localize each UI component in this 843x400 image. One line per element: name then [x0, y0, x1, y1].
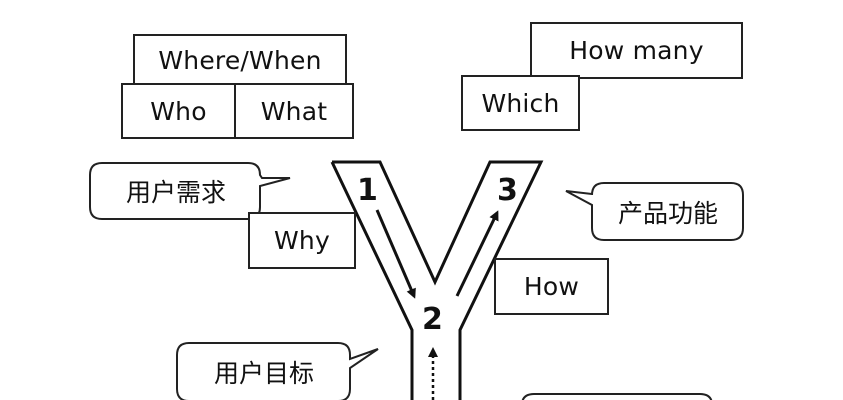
user-goals-bubble-shape [176, 342, 379, 400]
arrow-2-to-3 [455, 210, 499, 297]
who-label: Who [150, 96, 207, 126]
user-goals-text: 用户目标 [213, 359, 314, 388]
how-label: How [523, 272, 580, 301]
product-features-bubble-shape [565, 182, 744, 241]
who-box: Who [121, 83, 236, 139]
where-when-label: Where/When [158, 45, 322, 75]
user-needs-text: 用户需求 [125, 178, 226, 207]
what-box: What [234, 83, 354, 139]
step-2-number: 2 [422, 302, 443, 337]
arrow-1-to-2 [375, 209, 416, 299]
which-label: Which [481, 88, 560, 118]
which-box: Which [461, 75, 580, 131]
how-box: How [494, 258, 609, 315]
y-shape [330, 160, 544, 400]
why-box: Why [248, 212, 356, 269]
what-label: What [260, 96, 328, 126]
how-many-label: How many [569, 36, 704, 65]
where-when-box: Where/When [133, 34, 347, 86]
why-label: Why [274, 226, 330, 255]
bottom-right-bubble-shape [521, 393, 713, 400]
step-1-number: 1 [357, 173, 378, 208]
step-3-number: 3 [497, 173, 518, 208]
product-features-text: 产品功能 [617, 199, 718, 228]
how-many-box: How many [530, 22, 743, 79]
